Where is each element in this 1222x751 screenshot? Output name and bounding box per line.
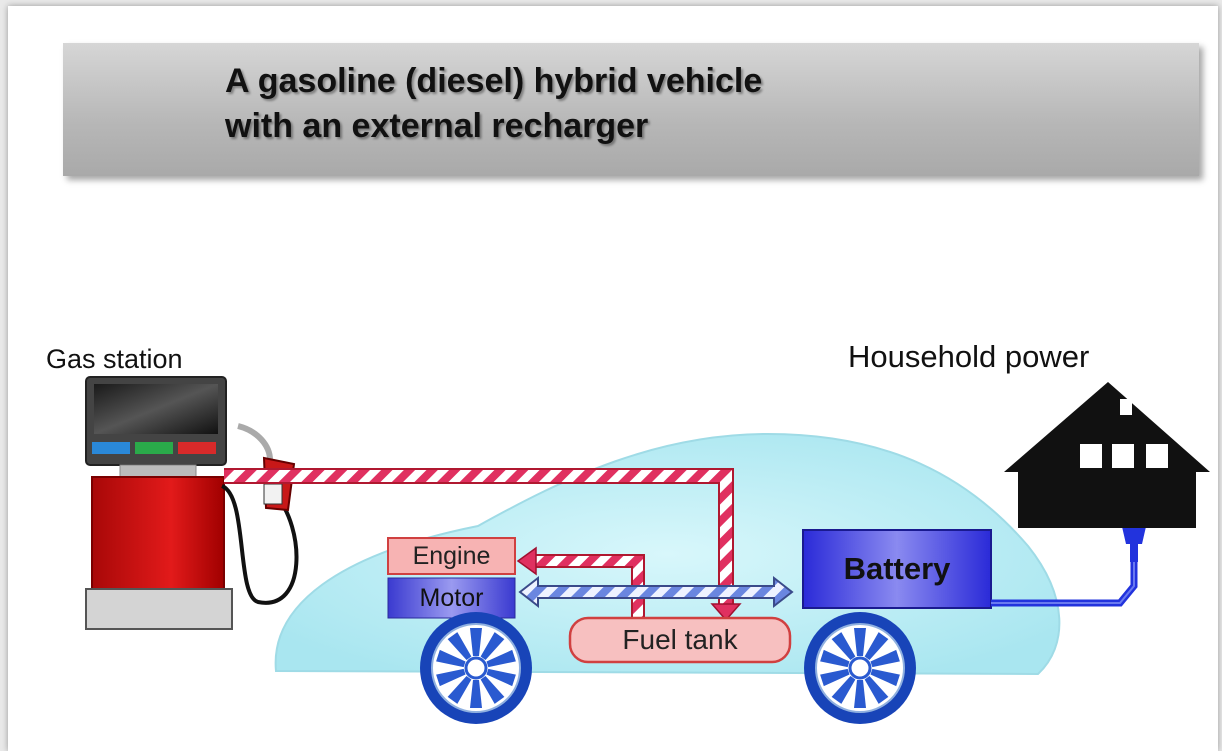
page-title: A gasoline (diesel) hybrid vehicle with … (225, 59, 762, 149)
title-line-2: with an external recharger (225, 107, 649, 145)
wheel-icon (804, 612, 916, 724)
battery-label: Battery (843, 551, 951, 586)
fuel-tank (568, 616, 792, 664)
battery-box (802, 529, 992, 609)
motor-box (387, 577, 516, 619)
hybrid-diagram (85, 376, 1210, 724)
gas-station-label: Gas station (46, 344, 183, 374)
fuel-arrow-down (710, 603, 742, 622)
fuel-arrow-left (516, 546, 537, 576)
engine-box (387, 537, 516, 575)
wheel-icon (420, 612, 532, 724)
fuel-tank-label: Fuel tank (622, 624, 738, 655)
house-icon (1004, 382, 1210, 528)
electric-flow-arrow (518, 575, 794, 609)
engine-label: Engine (412, 542, 491, 570)
title-bar: A gasoline (diesel) hybrid vehicle with … (63, 43, 1199, 176)
household-power-label: Household power (848, 339, 1090, 374)
slide: A gasoline (diesel) hybrid vehicle with … (8, 6, 1218, 751)
gas-pump-icon (85, 376, 299, 630)
title-line-1: A gasoline (diesel) hybrid vehicle (225, 62, 763, 100)
motor-label: Motor (419, 584, 484, 612)
